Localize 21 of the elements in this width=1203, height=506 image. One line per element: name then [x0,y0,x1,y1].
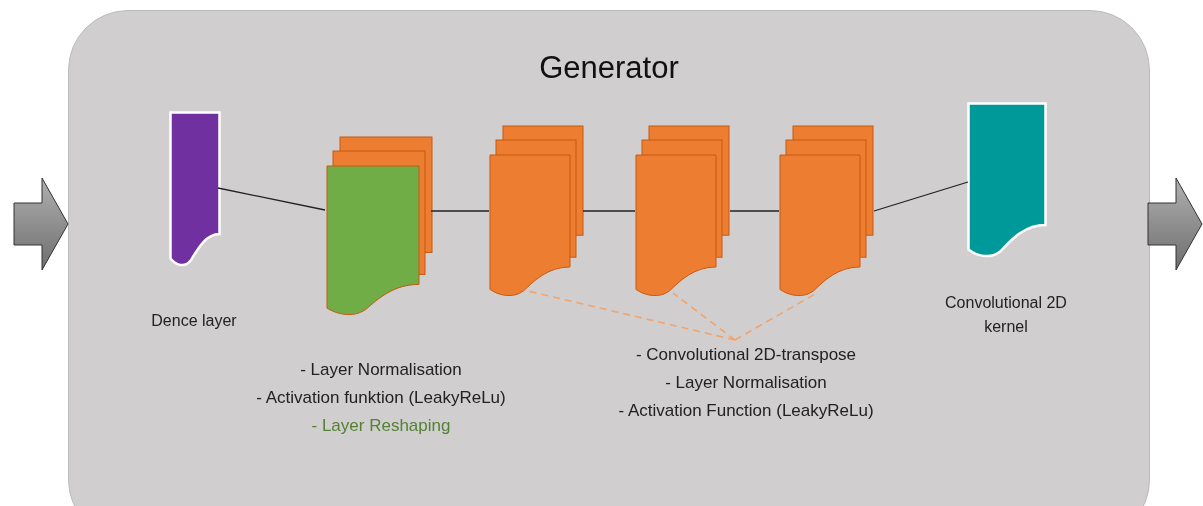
block-arrow [13,177,69,271]
leader-line [672,292,736,341]
connector-line [217,187,326,211]
panel-title: Generator [539,49,679,87]
step-text: - Convolutional 2D-transpose [634,344,858,366]
connector-line [729,210,780,212]
leader-line [527,290,736,341]
layer-caption: Dence layer [150,311,238,331]
block-arrow [1147,177,1203,271]
connector-line [873,181,969,212]
connector-line [582,210,636,212]
step-text: - Layer Normalisation [299,359,463,381]
step-text: - Activation Function (LeakyReLu) [617,400,875,422]
step-text: - Activation funktion (LeakyReLu) [255,387,507,409]
step-text: - Layer Reshaping [310,415,452,437]
generator-panel [68,10,1150,506]
leader-line [734,293,816,341]
layer-caption: Convolutional 2D kernel [944,293,1068,337]
connector-line [430,210,490,212]
step-text: - Layer Normalisation [664,372,828,394]
layer-shape [169,111,221,269]
